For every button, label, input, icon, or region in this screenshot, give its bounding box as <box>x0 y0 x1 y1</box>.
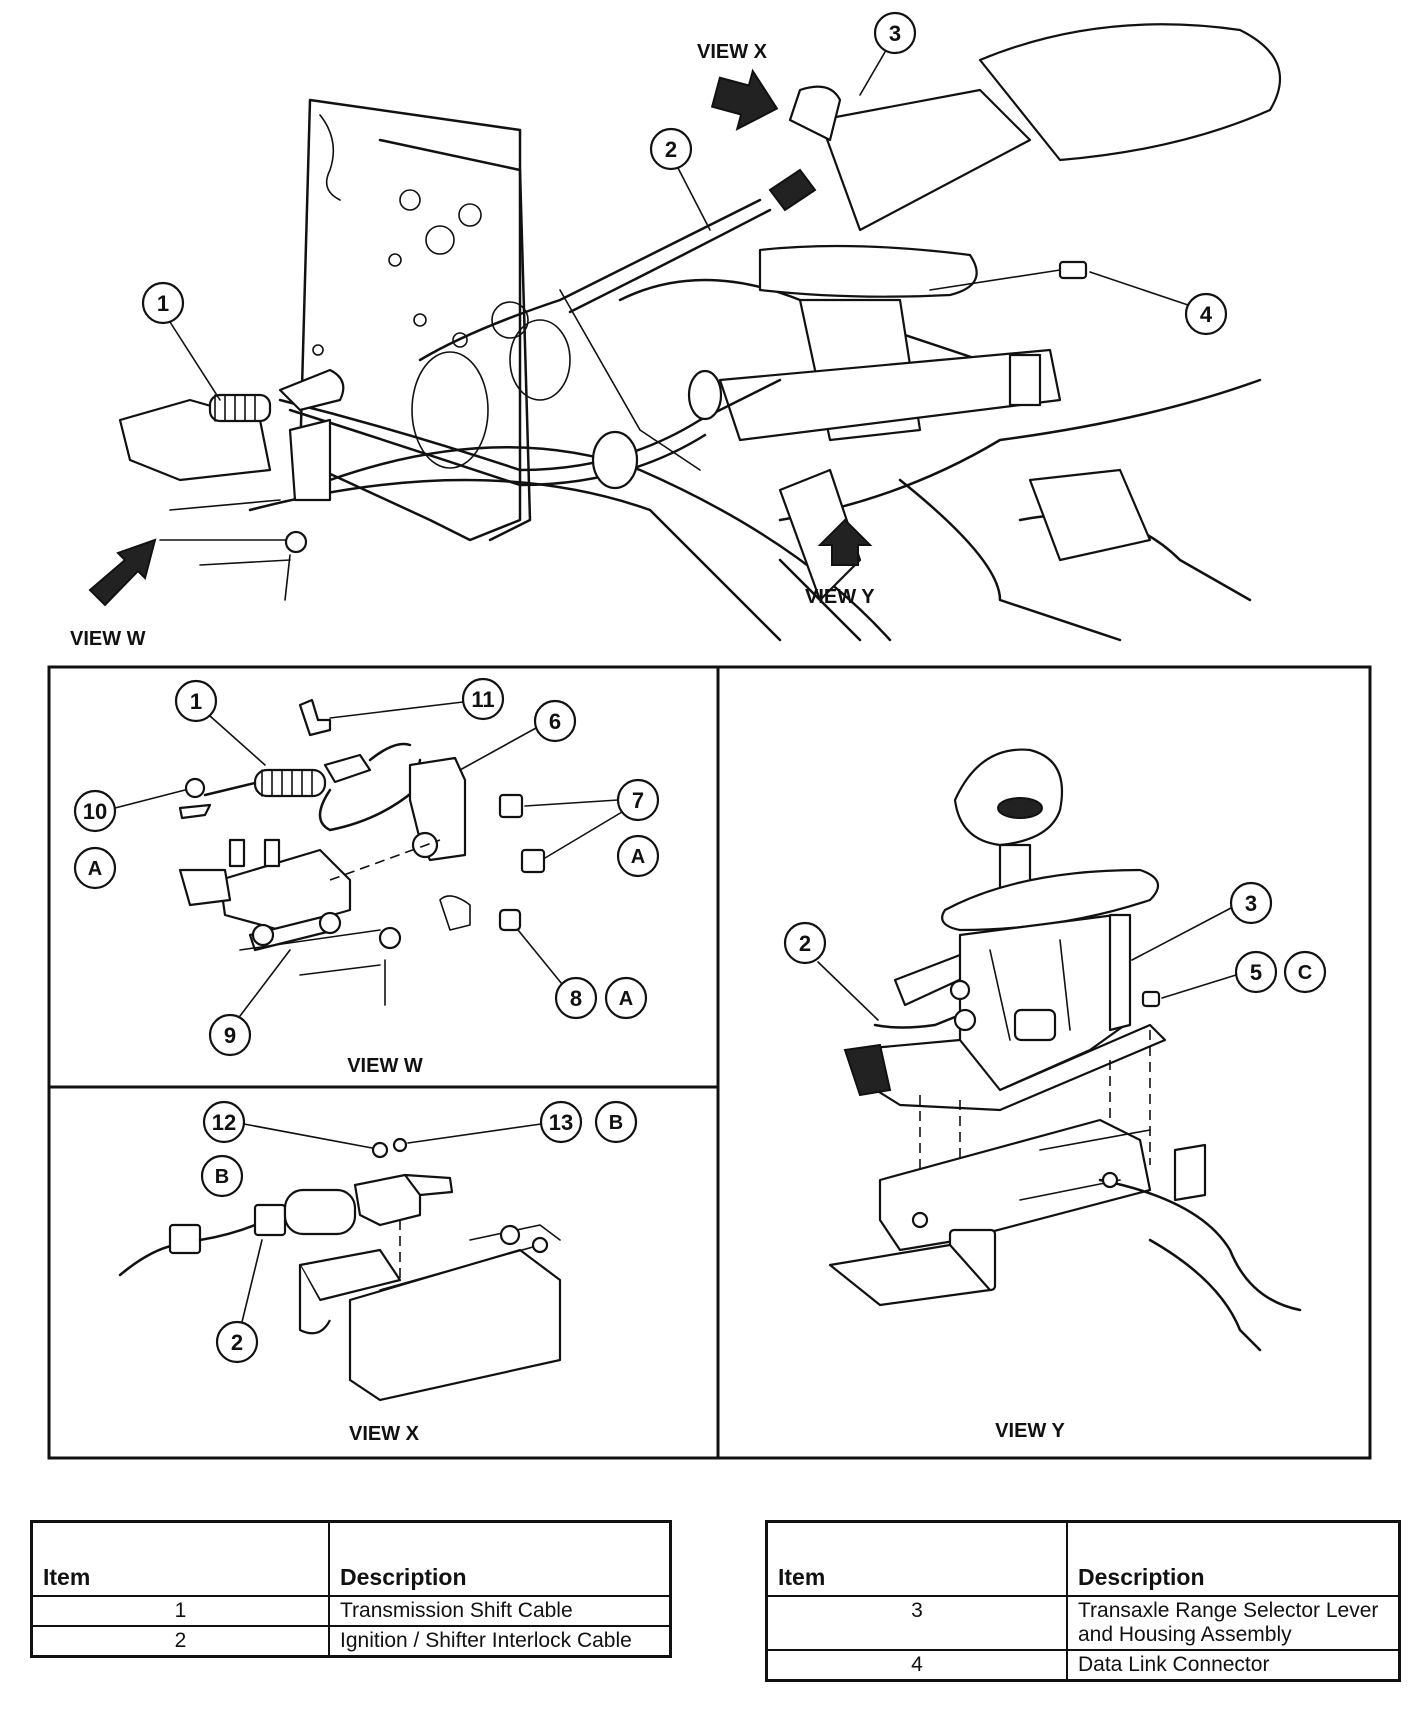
table-row: 3 Transaxle Range Selector Lever and Hou… <box>765 1595 1401 1651</box>
item-description: Transmission Shift Cable <box>328 1595 672 1627</box>
item-number: 1 <box>30 1595 330 1627</box>
callout-x-13: 13 <box>407 1100 583 1144</box>
callout-y-5: 5 <box>1161 950 1278 999</box>
callout-w-A-lower: A <box>604 976 648 1020</box>
callout-w-11: 11 <box>329 677 505 721</box>
legend-header-row: Item Description <box>765 1520 1401 1597</box>
svg-text:10: 10 <box>83 799 107 824</box>
callout-w-7: 7 <box>524 778 660 859</box>
svg-text:1: 1 <box>190 689 202 714</box>
callout-main-2: 2 <box>649 127 711 231</box>
svg-text:2: 2 <box>665 137 677 162</box>
svg-text:12: 12 <box>212 1110 236 1135</box>
svg-text:13: 13 <box>549 1110 573 1135</box>
legend-table-left: Item Description 1 Transmission Shift Ca… <box>30 1520 672 1658</box>
view-x-label: VIEW X <box>349 1423 420 1445</box>
table-row: 2 Ignition / Shifter Interlock Cable <box>30 1625 672 1658</box>
item-header: Item <box>30 1520 330 1597</box>
view-y-label: VIEW Y <box>995 1420 1065 1442</box>
item-description: Data Link Connector <box>1066 1649 1401 1682</box>
svg-text:C: C <box>1298 962 1312 984</box>
callout-w-8: 8 <box>517 929 598 1020</box>
callout-main-1: 1 <box>141 281 221 401</box>
svg-text:11: 11 <box>471 687 494 712</box>
callout-main-3: 3 <box>859 11 917 96</box>
svg-text:6: 6 <box>549 709 561 734</box>
svg-text:B: B <box>215 1166 229 1188</box>
detail-frame <box>47 665 1372 1460</box>
callout-x-2: 2 <box>215 1239 263 1364</box>
callout-w-1: 1 <box>174 679 266 766</box>
callout-y-3: 3 <box>1131 881 1273 961</box>
item-description: Transaxle Range Selector Lever and Housi… <box>1066 1595 1401 1651</box>
view-y-arrow: VIEW Y <box>805 518 875 608</box>
callout-w-6: 6 <box>459 699 577 771</box>
view-w-panel: 1 11 6 10 7 A A <box>73 677 660 1077</box>
main-overview-illustration: 1 2 3 4 VIEW X VIEW W VIEW Y <box>70 11 1282 650</box>
svg-text:VIEW W: VIEW W <box>70 628 146 650</box>
svg-text:A: A <box>631 846 645 868</box>
view-y-panel: 3 2 5 C VIEW Y <box>783 748 1327 1442</box>
legend-table-right: Item Description 3 Transaxle Range Selec… <box>765 1520 1401 1682</box>
svg-text:VIEW X: VIEW X <box>697 41 768 63</box>
table-row: 4 Data Link Connector <box>765 1649 1401 1682</box>
callout-w-10: 10 <box>73 789 186 833</box>
item-number: 2 <box>30 1625 330 1658</box>
svg-text:1: 1 <box>157 291 169 316</box>
svg-text:A: A <box>619 988 633 1010</box>
svg-text:3: 3 <box>889 21 901 46</box>
view-w-label: VIEW W <box>347 1055 423 1077</box>
callout-x-B-right: B <box>594 1100 638 1144</box>
svg-text:VIEW Y: VIEW Y <box>805 586 875 608</box>
svg-text:7: 7 <box>632 788 644 813</box>
svg-text:2: 2 <box>799 931 811 956</box>
svg-text:B: B <box>609 1112 623 1134</box>
table-row: 1 Transmission Shift Cable <box>30 1595 672 1627</box>
view-w-arrow: VIEW W <box>70 538 157 650</box>
callout-w-A-left: A <box>73 846 117 890</box>
svg-text:5: 5 <box>1250 960 1262 985</box>
callout-w-9: 9 <box>208 949 291 1057</box>
svg-text:3: 3 <box>1245 891 1257 916</box>
svg-text:4: 4 <box>1200 302 1213 327</box>
item-number: 3 <box>765 1595 1068 1651</box>
svg-text:A: A <box>88 858 102 880</box>
callout-y-2: 2 <box>783 921 879 1021</box>
callout-x-B-left: B <box>200 1154 244 1198</box>
callout-w-A-right: A <box>616 834 660 878</box>
legend-header-row: Item Description <box>30 1520 672 1597</box>
callout-x-12: 12 <box>202 1100 373 1149</box>
view-x-arrow: VIEW X <box>697 41 779 131</box>
item-description: Ignition / Shifter Interlock Cable <box>328 1625 672 1658</box>
description-header: Description <box>1066 1520 1401 1597</box>
item-number: 4 <box>765 1649 1068 1682</box>
svg-text:9: 9 <box>224 1023 236 1048</box>
exploded-view-diagram: 1 2 3 4 VIEW X VIEW W VIEW Y <box>47 11 1372 1460</box>
view-x-panel: 12 13 B B 2 VIEW X <box>118 1100 638 1445</box>
svg-text:2: 2 <box>231 1330 243 1355</box>
description-header: Description <box>328 1520 672 1597</box>
callout-y-C: C <box>1283 950 1327 994</box>
svg-text:8: 8 <box>570 986 582 1011</box>
item-header: Item <box>765 1520 1068 1597</box>
callout-main-4: 4 <box>1089 271 1228 336</box>
